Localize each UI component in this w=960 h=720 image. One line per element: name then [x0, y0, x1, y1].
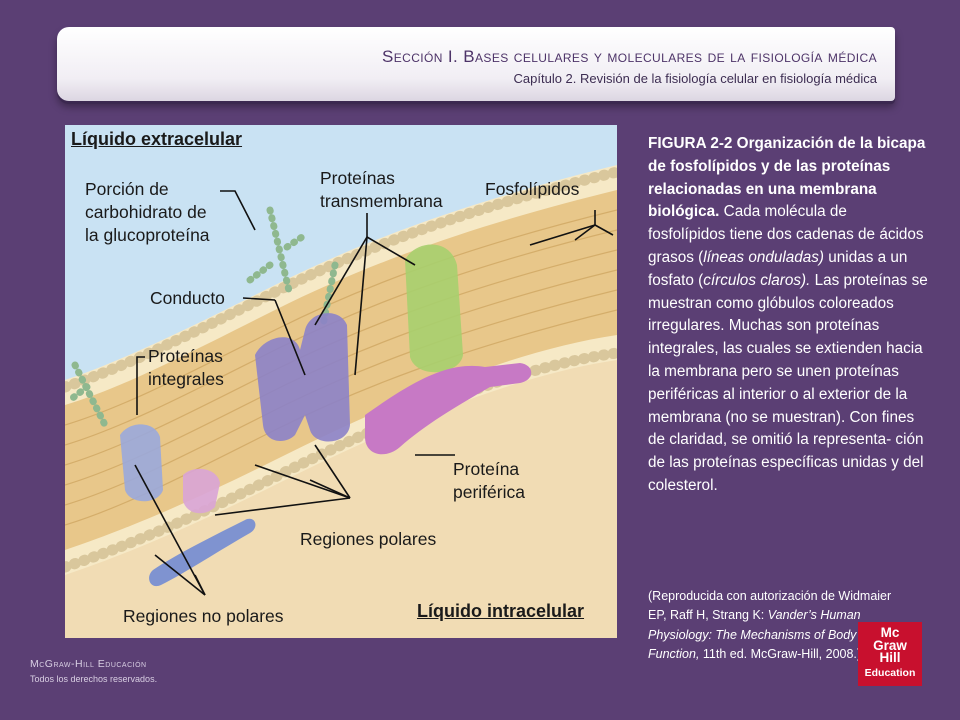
- caption-text-1: Cada molécula de fosfolípidos tiene dos …: [648, 203, 924, 266]
- caption-text-2: unidas a un fosfato (: [648, 248, 908, 289]
- peripheral-label-2: periférica: [453, 482, 525, 502]
- extracellular-label: Líquido extracelular: [71, 129, 243, 149]
- caption-text-3: Las proteínas se muestran como glóbulos …: [648, 271, 928, 494]
- source-credit: (Reproducida con autorización de Widmaie…: [648, 587, 898, 665]
- carbohydrate-label-1: Porción de: [85, 179, 169, 199]
- integral-protein: [120, 424, 163, 502]
- figure-caption: FIGURA 2-2 Organización de la bicapa de …: [648, 133, 928, 498]
- peripheral-label-1: Proteína: [453, 459, 520, 479]
- logo-line-2: Graw: [873, 637, 907, 653]
- logo-line-1: Mc: [880, 625, 900, 640]
- outer-phosphate-heads: [65, 166, 617, 393]
- publisher-rights: Todos los derechos reservados.: [30, 674, 158, 684]
- channel-label: Conducto: [150, 288, 225, 308]
- caption-italic-1: líneas onduladas): [703, 248, 825, 266]
- credit-book-title: Vander’s Human Physiology: The Mechanism…: [648, 608, 861, 662]
- carbohydrate-label-3: la glucoproteína: [85, 225, 210, 245]
- channel-protein: [255, 313, 350, 442]
- integral-label-2: integrales: [148, 369, 224, 389]
- publisher-name: McGraw-Hill Educación: [30, 658, 147, 670]
- header-banner: Sección I. Bases celulares y moleculares…: [57, 27, 895, 101]
- integral-label-1: Proteínas: [148, 346, 223, 366]
- logo-line-4: Education: [864, 666, 916, 679]
- chapter-title: Capítulo 2. Revisión de la fisiología ce…: [513, 71, 877, 86]
- transmembrane-protein: [405, 244, 463, 373]
- peripheral-protein: [365, 363, 532, 455]
- leader-lines: [134, 190, 614, 596]
- carbohydrate-label-2: carbohidrato de: [85, 202, 207, 222]
- caption-italic-2: círculos claros).: [703, 271, 811, 289]
- transmembrane-label-1: Proteínas: [320, 168, 395, 188]
- small-integral-protein: [183, 468, 220, 514]
- figure-title: Organización de la bicapa de fosfolípido…: [648, 135, 926, 221]
- intracellular-label: Líquido intracelular: [417, 601, 585, 621]
- membrane-figure: Líquido extracelular Porción de carbohid…: [65, 125, 617, 638]
- polar-regions-label: Regiones polares: [300, 529, 437, 549]
- membrane-illustration: [65, 125, 617, 596]
- mcgraw-hill-logo: Mc Graw Hill Education: [858, 622, 922, 686]
- phospholipids-label: Fosfolípidos: [485, 179, 580, 199]
- transmembrane-label-2: transmembrana: [320, 191, 443, 211]
- peripheral-protein-bottom: [149, 518, 256, 587]
- nonpolar-regions-label: Regiones no polares: [123, 606, 284, 626]
- logo-line-3: Hill: [879, 650, 901, 665]
- figure-number: FIGURA 2-2: [648, 135, 733, 152]
- glycoprotein-carbohydrate-chains: [66, 206, 339, 429]
- section-title: Sección I. Bases celulares y moleculares…: [381, 47, 877, 66]
- credit-text-2: 11th ed. McGraw-Hill, 2008.): [699, 647, 862, 662]
- credit-text-1: (Reproducida con autorización de Widmaie…: [648, 589, 892, 623]
